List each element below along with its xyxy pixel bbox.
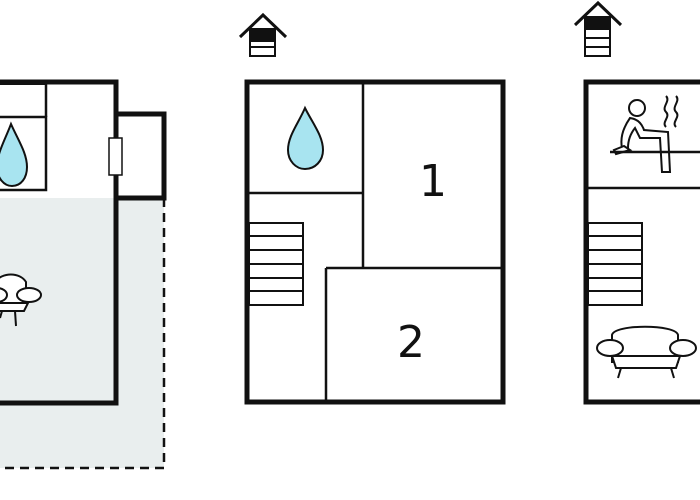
second-outer-wall [583, 79, 700, 405]
room-label-1: 1 [419, 156, 447, 207]
stairs-icon [248, 222, 304, 306]
water-drop-icon [286, 105, 325, 171]
floor-indicator-house-icon [238, 12, 288, 57]
floor-plan-second [573, 0, 700, 405]
terrace-area [0, 198, 164, 468]
floor-plan-first: 1 2 [238, 12, 506, 405]
room-label-2: 2 [397, 317, 425, 368]
stairs-icon [587, 222, 643, 306]
sofa-icon [596, 325, 697, 379]
armchair-icon [0, 273, 42, 327]
terrace-dashed-edge [0, 198, 166, 470]
first-outer-wall [244, 79, 506, 405]
floor-indicator-house-icon [573, 0, 623, 57]
ground-outer-wall [0, 79, 119, 406]
ground-bathroom-wall [0, 115, 48, 192]
water-drop-icon [0, 121, 29, 188]
floor-plan-ground [0, 79, 167, 470]
sauna-icon [610, 95, 700, 173]
ground-annex-wall [116, 111, 167, 201]
door-icon [108, 137, 123, 176]
